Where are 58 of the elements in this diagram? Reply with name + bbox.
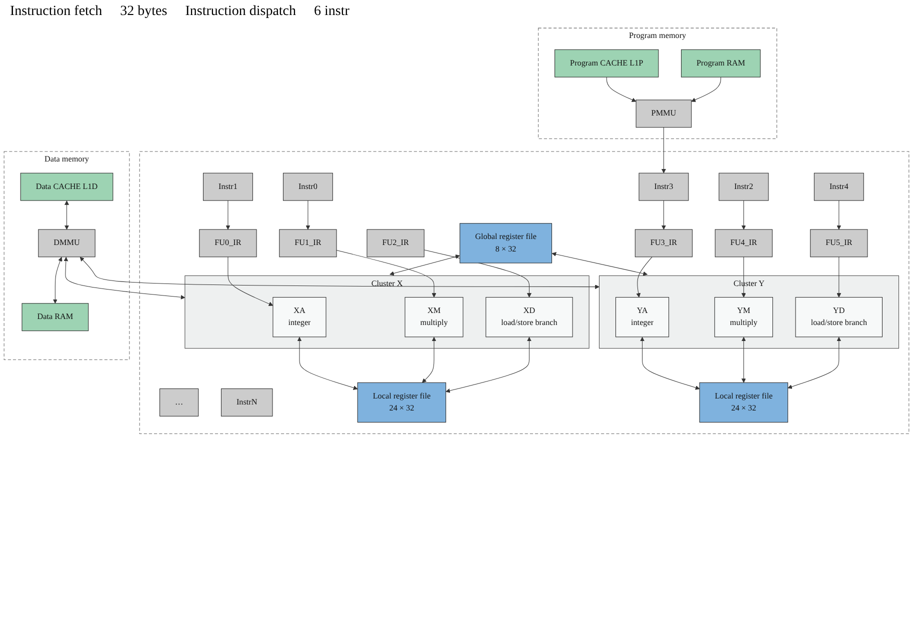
node-box: YA integer xyxy=(616,297,670,338)
node-box: Data RAM xyxy=(22,303,89,332)
node-box: Program CACHE L1P xyxy=(554,49,659,78)
node-box: FU5_IR xyxy=(810,229,868,258)
node-box: DMMU xyxy=(38,229,96,258)
arrow xyxy=(636,256,652,298)
arrow xyxy=(52,256,62,304)
arrow xyxy=(836,200,842,230)
node-box: FU1_IR xyxy=(279,229,337,258)
arrow xyxy=(297,336,358,390)
arrow xyxy=(691,76,722,102)
arrow xyxy=(80,256,600,290)
node-box: YD load/store branch xyxy=(795,297,883,338)
arrow xyxy=(640,336,700,390)
note-label: Instruction dispatch xyxy=(185,4,296,20)
node-box: Data CACHE L1D xyxy=(20,172,114,201)
node-box: Program RAM xyxy=(681,49,761,78)
arrow xyxy=(788,336,842,389)
node-box: FU4_IR xyxy=(714,229,773,258)
node-box: Global register file 8 × 32 xyxy=(460,223,552,264)
node-box: … xyxy=(160,388,199,416)
node-box: Instr3 xyxy=(638,172,689,201)
node-box: FU2_IR xyxy=(366,229,424,258)
arrow xyxy=(446,336,532,393)
note-label: 6 instr xyxy=(314,4,350,20)
node-box: FU0_IR xyxy=(199,229,257,258)
arrow xyxy=(661,200,666,230)
arrow xyxy=(306,200,310,230)
node-box: XM multiply xyxy=(404,297,464,338)
arrow xyxy=(552,252,648,276)
arrow xyxy=(226,200,230,230)
arrow xyxy=(741,336,746,383)
note-label: 32 bytes xyxy=(120,4,168,20)
arrow xyxy=(661,127,666,174)
node-box: Instr2 xyxy=(718,172,769,201)
arrow xyxy=(64,200,69,230)
cluster xyxy=(139,151,910,434)
note-label: Instruction fetch xyxy=(10,4,102,20)
node-box: YM multiply xyxy=(714,297,773,338)
arrow xyxy=(606,76,636,102)
node-box: XA integer xyxy=(272,297,326,338)
arrow xyxy=(336,250,436,298)
node-box: Instr0 xyxy=(282,172,333,201)
arrow xyxy=(228,256,274,306)
arrow xyxy=(836,256,842,298)
arrow xyxy=(422,336,436,383)
arrow xyxy=(741,256,746,298)
node-box: XD load/store branch xyxy=(486,297,573,338)
arrow xyxy=(64,256,186,300)
arrow xyxy=(741,200,746,230)
node-box: FU3_IR xyxy=(634,229,693,258)
node-box: Instr1 xyxy=(203,172,253,201)
node-box: Local register file 24 × 32 xyxy=(357,382,446,423)
node-box: Instr4 xyxy=(814,172,864,201)
arrow xyxy=(390,254,460,276)
node-box: InstrN xyxy=(220,388,273,416)
node-box: PMMU xyxy=(636,100,692,128)
node-box: Local register file 24 × 32 xyxy=(699,382,788,423)
